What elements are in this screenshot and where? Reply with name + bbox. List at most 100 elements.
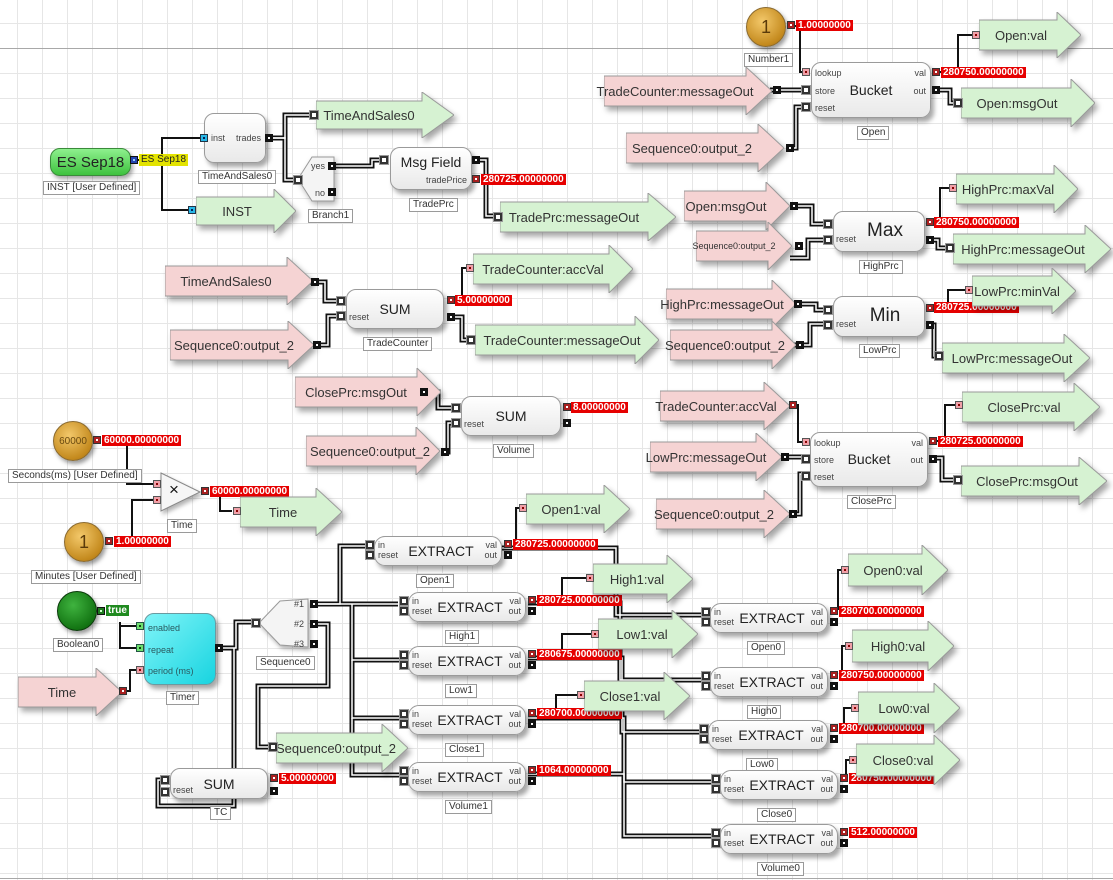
extract-val-port[interactable] [840, 774, 848, 782]
timer-enabled-port[interactable] [136, 622, 144, 630]
tc-sum-node[interactable]: reset SUM [170, 768, 268, 799]
extract-val-port[interactable] [840, 828, 848, 836]
volume-node[interactable]: reset SUM [461, 396, 561, 436]
output-low-minval[interactable]: LowPrc:minVal [972, 268, 1076, 314]
output-tas0[interactable]: TimeAndSales0 [316, 92, 454, 138]
input-seq-out2-low[interactable]: Sequence0:output_2 [665, 321, 796, 369]
input-seq-out2-tc-port[interactable] [313, 341, 321, 349]
extract-node[interactable]: in reset EXTRACT val out [710, 603, 828, 633]
tc-sum-in-port[interactable] [160, 775, 170, 785]
extract-out-port[interactable] [830, 618, 838, 626]
timer-out-port[interactable] [215, 644, 223, 652]
output-open1-val[interactable]: Open1:val [526, 485, 630, 533]
msg-field-in-port[interactable] [379, 155, 389, 165]
extract-node[interactable]: in reset EXTRACT val out [408, 705, 526, 735]
sequence-node[interactable] [258, 598, 310, 648]
output-low-minval-port[interactable] [965, 286, 973, 294]
high-out-port[interactable] [926, 236, 934, 244]
output-close1-val[interactable]: Close1:val [584, 672, 690, 720]
tas-trades-port[interactable] [265, 134, 273, 142]
sequence-out2-port[interactable] [310, 620, 318, 628]
extract-val-port[interactable] [504, 540, 512, 548]
extract-reset-port[interactable] [399, 606, 409, 616]
output-seq-out2[interactable]: Sequence0:output_2 [276, 724, 408, 772]
extract-in-port[interactable] [701, 671, 711, 681]
extract-in-port[interactable] [399, 709, 409, 719]
output-open-msgout-port[interactable] [953, 98, 963, 108]
trade-counter-node[interactable]: reset SUM [346, 289, 444, 329]
input-tc-msgout-open-port[interactable] [773, 86, 781, 94]
input-close-msgout-port[interactable] [420, 388, 428, 396]
extract-reset-port[interactable] [365, 550, 375, 560]
open-bucket-node[interactable]: lookup store reset val out Bucket [811, 62, 931, 118]
extract-node[interactable]: in reset EXTRACT val out [720, 824, 838, 854]
output-close0-val[interactable]: Close0:val [856, 735, 960, 785]
seconds-node[interactable]: 60000 [53, 421, 93, 461]
tc-sum-val-port[interactable] [270, 774, 278, 782]
instrument-node[interactable]: ES Sep18 [50, 148, 131, 176]
output-high-maxval-port[interactable] [949, 184, 957, 192]
output-high-msgout[interactable]: HighPrc:messageOut [953, 225, 1111, 273]
open-store-port[interactable] [801, 85, 811, 95]
output-low0-val[interactable]: Low0:val [858, 683, 960, 733]
vol-in-port[interactable] [451, 403, 461, 413]
msg-field-value-port[interactable] [472, 175, 480, 183]
extract-reset-port[interactable] [711, 784, 721, 794]
extract-reset-port[interactable] [701, 681, 711, 691]
output-tas0-port[interactable] [309, 110, 319, 120]
output-tc-accval[interactable]: TradeCounter:accVal [473, 245, 633, 293]
input-seq-out2-close-port[interactable] [789, 510, 797, 518]
sequence-out3-port[interactable] [310, 640, 318, 648]
tc-out-port[interactable] [447, 313, 455, 321]
low-out-port[interactable] [926, 321, 934, 329]
output-close-msgout[interactable]: ClosePrc:msgOut [961, 457, 1107, 505]
extract-val-port[interactable] [830, 671, 838, 679]
number1-out-port[interactable] [787, 21, 795, 29]
input-high-msgout[interactable]: HighPrc:messageOut [660, 280, 796, 328]
extract-node[interactable]: in reset EXTRACT val out [710, 667, 828, 697]
instrument-out-port[interactable] [130, 156, 138, 164]
output-low-msgout[interactable]: LowPrc:messageOut [942, 334, 1090, 382]
high-in-port[interactable] [823, 219, 833, 229]
close-out-port[interactable] [929, 455, 937, 463]
extract-in-port[interactable] [699, 724, 709, 734]
output-open-msgout[interactable]: Open:msgOut [961, 79, 1095, 127]
input-open-msgout-port[interactable] [790, 202, 798, 210]
input-tas0[interactable]: TimeAndSales0 [165, 257, 313, 305]
input-seq-out2-open[interactable]: Sequence0:output_2 [626, 124, 784, 172]
open-val-port[interactable] [932, 68, 940, 76]
input-seq-out2-close[interactable]: Sequence0:output_2 [654, 490, 790, 538]
input-tc-accval-port[interactable] [789, 401, 797, 409]
branch-in-port[interactable] [293, 175, 303, 185]
high-val-port[interactable] [926, 218, 934, 226]
output-inst-port[interactable] [188, 206, 196, 214]
open-out-port[interactable] [932, 86, 940, 94]
output-open0-val-port[interactable] [841, 566, 849, 574]
tas-inst-port[interactable] [200, 134, 208, 142]
output-inst[interactable]: INST [196, 189, 296, 233]
output-low1-val[interactable]: Low1:val [598, 610, 698, 658]
output-open1-val-port[interactable] [519, 504, 527, 512]
high-reset-port[interactable] [823, 235, 833, 245]
input-high-msgout-port[interactable] [794, 300, 802, 308]
output-low-msgout-port[interactable] [934, 351, 944, 361]
minutes-node[interactable]: 1 [64, 522, 104, 562]
output-time[interactable]: Time [240, 488, 342, 536]
vol-val-port[interactable] [563, 403, 571, 411]
close-store-port[interactable] [801, 454, 811, 464]
extract-out-port[interactable] [840, 785, 848, 793]
close-val-port[interactable] [929, 437, 937, 445]
extract-val-port[interactable] [830, 724, 838, 732]
extract-node[interactable]: in reset EXTRACT val out [408, 592, 526, 622]
input-tc-msgout-open[interactable]: TradeCounter:messageOut [596, 67, 772, 115]
output-close1-val-port[interactable] [577, 691, 585, 699]
extract-node[interactable]: in reset EXTRACT val out [708, 720, 828, 750]
output-tc-msgout[interactable]: TradeCounter:messageOut [475, 316, 659, 364]
extract-node[interactable]: in reset EXTRACT val out [720, 770, 838, 800]
extract-in-port[interactable] [399, 596, 409, 606]
output-low1-val-port[interactable] [591, 630, 599, 638]
input-low-msgout-port[interactable] [781, 453, 789, 461]
tc-sum-reset-port[interactable] [160, 787, 170, 797]
output-tradeprc-msgout-port[interactable] [493, 212, 503, 222]
output-close0-val-port[interactable] [849, 756, 857, 764]
